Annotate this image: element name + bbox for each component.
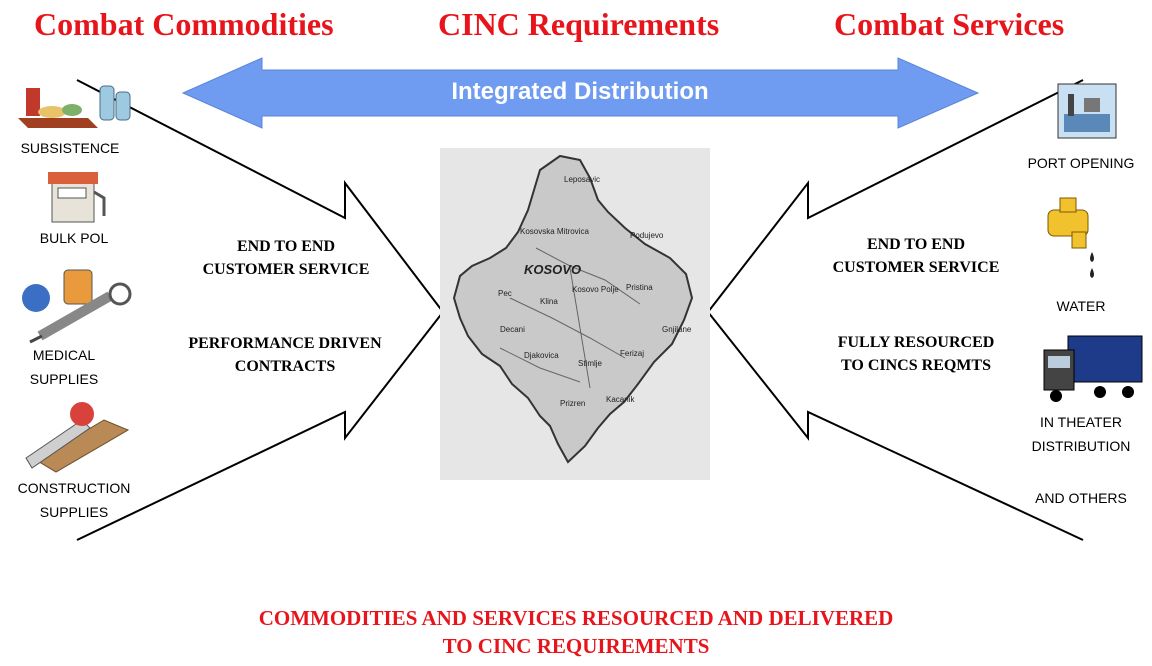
text-line: FULLY RESOURCED xyxy=(837,334,995,351)
truck-icon xyxy=(1043,335,1143,402)
map-place-prizren: Prizren xyxy=(560,399,585,408)
integrated-distribution-label: Integrated Distribution xyxy=(451,78,709,105)
text-line: CONTRACTS xyxy=(234,358,336,375)
label-line: CONSTRUCTION xyxy=(17,480,131,496)
label-line: DISTRIBUTION xyxy=(1031,438,1131,454)
label-subsistence: SUBSISTENCE xyxy=(20,140,120,156)
right-arrow-text-bottom: FULLY RESOURCED TO CINCS REQMTS xyxy=(796,331,1036,377)
text-line: END TO END xyxy=(866,236,966,253)
label-port-opening: PORT OPENING xyxy=(1027,155,1135,171)
port-icon xyxy=(1057,83,1117,139)
text-line: END TO END xyxy=(236,238,336,255)
heading-combat-services: Combat Services xyxy=(834,6,1065,42)
footer-line-1: COMMODITIES AND SERVICES RESOURCED AND D… xyxy=(258,606,894,630)
saw-icon xyxy=(25,402,130,473)
left-arrow-text-top: END TO END CUSTOMER SERVICE xyxy=(166,235,406,281)
label-and-others: AND OTHERS xyxy=(1035,490,1127,506)
map-place-klina: Klina xyxy=(540,297,558,306)
footer-line-2: TO CINC REQUIREMENTS xyxy=(442,634,710,658)
text-line: PERFORMANCE DRIVEN xyxy=(188,335,382,352)
label-line: SUPPLIES xyxy=(39,504,109,520)
label-in-theater-distribution: IN THEATER DISTRIBUTION xyxy=(1016,410,1146,458)
map-place-leposavic: Leposavic xyxy=(564,175,600,184)
heading-combat-commodities: Combat Commodities xyxy=(34,6,334,42)
kosovo-outline xyxy=(452,154,694,464)
fuel-pump-icon xyxy=(48,172,106,223)
map-place-pristina: Pristina xyxy=(626,283,653,292)
map-place-ferizaj: Ferizaj xyxy=(620,349,644,358)
text-line: TO CINCS REQMTS xyxy=(841,357,991,374)
text-line: CUSTOMER SERVICE xyxy=(202,261,370,278)
map-place-kosovska-mitrovica: Kosovska Mitrovica xyxy=(520,227,589,236)
label-line: SUPPLIES xyxy=(29,371,99,387)
label-water: WATER xyxy=(1056,298,1106,314)
map-place-djakovica: Djakovica xyxy=(524,351,559,360)
integrated-distribution-arrow xyxy=(181,57,980,129)
label-medical-supplies: MEDICAL SUPPLIES xyxy=(4,343,124,391)
map-place-gnjilane: Gnjilane xyxy=(662,325,692,334)
map-region-label: KOSOVO xyxy=(524,262,581,277)
map-place-podujevo: Podujevo xyxy=(630,231,664,240)
map-place-pec: Pec xyxy=(498,289,512,298)
faucet-icon xyxy=(1047,197,1094,278)
map-place-kacanik: Kacanik xyxy=(606,395,635,404)
label-construction-supplies: CONSTRUCTION SUPPLIES xyxy=(4,476,144,524)
right-arrow-text-top: END TO END CUSTOMER SERVICE xyxy=(796,233,1036,279)
map-place-kosovo-polje: Kosovo Polje xyxy=(572,285,619,294)
heading-cinc-requirements: CINC Requirements xyxy=(438,6,720,42)
medical-supplies-icon xyxy=(22,269,132,344)
map-place-decani: Decani xyxy=(500,325,525,334)
kosovo-map: KOSOVO Leposavic Kosovska Mitrovica Podu… xyxy=(440,148,710,480)
label-bulk-pol: BULK POL xyxy=(39,230,109,246)
left-arrow-text-bottom: PERFORMANCE DRIVEN CONTRACTS xyxy=(160,332,410,378)
label-line: MEDICAL xyxy=(32,347,96,363)
label-line: IN THEATER xyxy=(1040,414,1122,430)
map-place-stimlje: Stimlje xyxy=(578,359,603,368)
food-tray-icon xyxy=(18,85,131,128)
text-line: CUSTOMER SERVICE xyxy=(832,259,1000,276)
